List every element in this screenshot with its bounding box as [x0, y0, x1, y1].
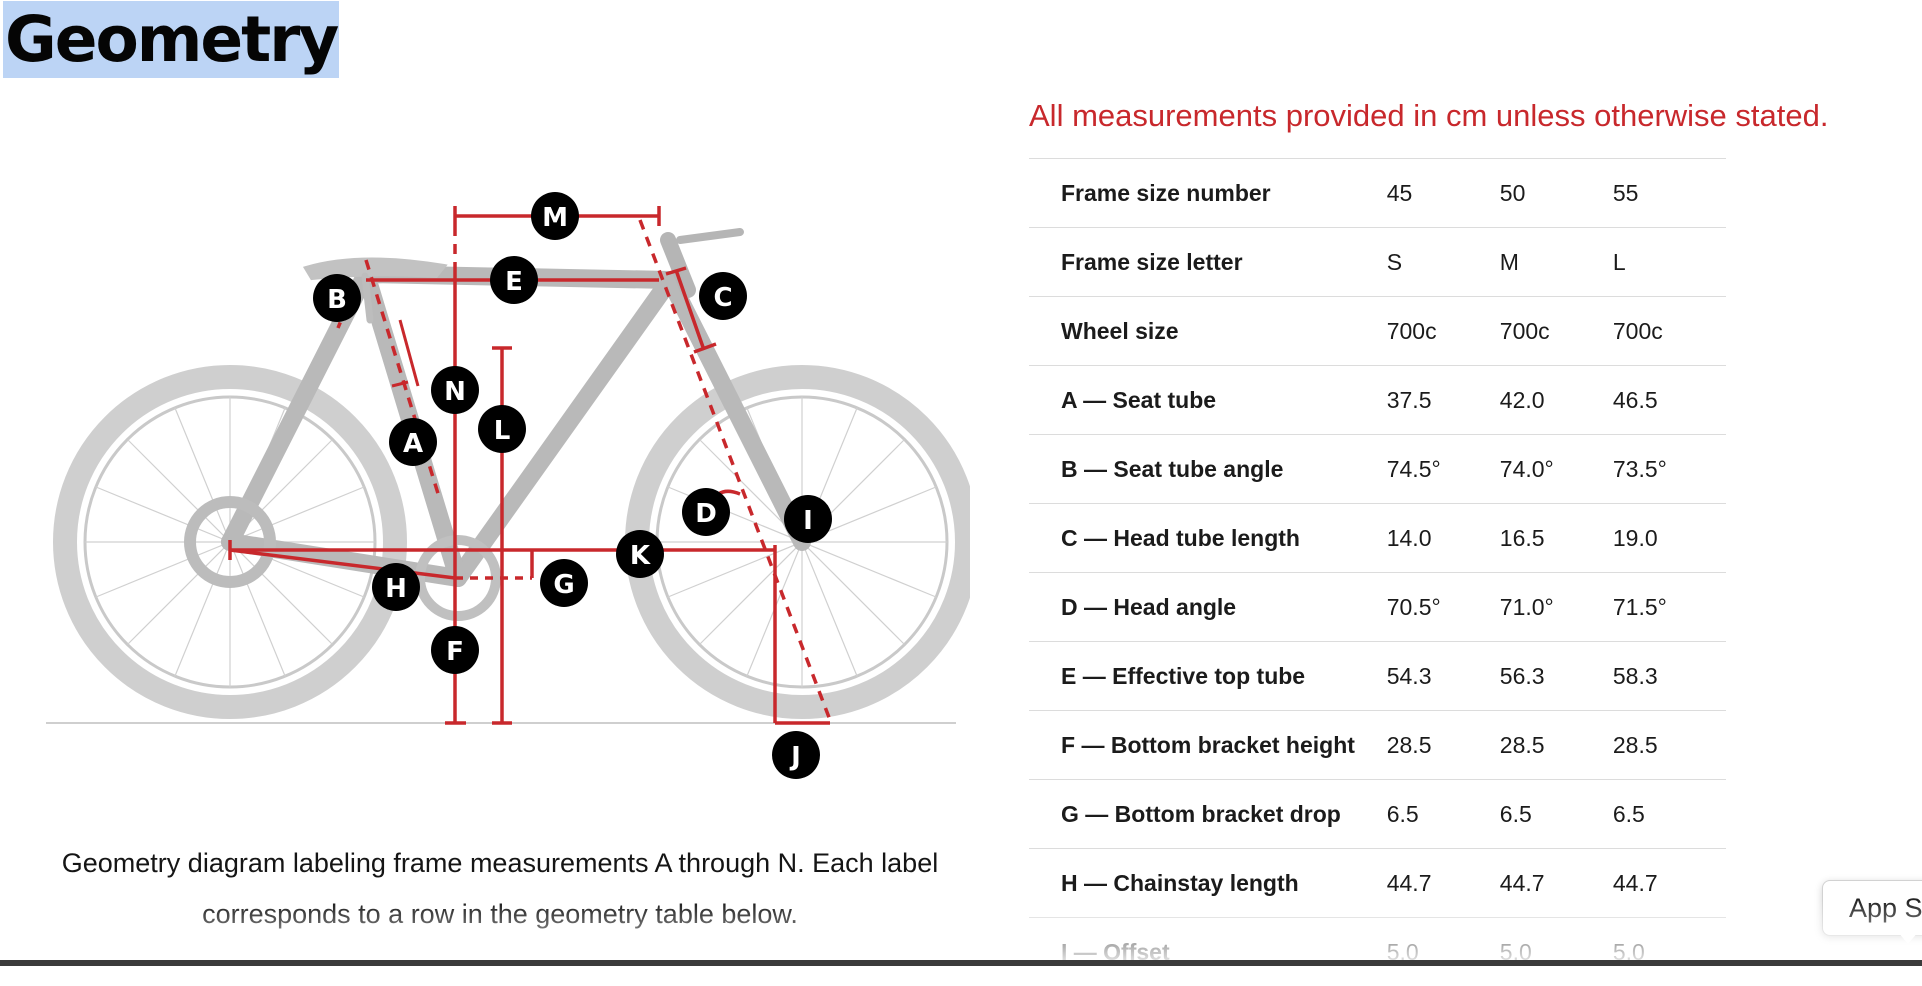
row-value: 19.0	[1613, 504, 1726, 573]
svg-text:C: C	[713, 283, 732, 313]
row-label: D — Head angle	[1029, 573, 1387, 642]
row-label: F — Bottom bracket height	[1029, 711, 1387, 780]
marker-b: B	[313, 274, 361, 322]
row-value: 73.5°	[1613, 435, 1726, 504]
row-label: H — Chainstay length	[1029, 849, 1387, 918]
row-value: 45	[1387, 159, 1500, 228]
marker-n: N	[431, 366, 479, 414]
row-label: C — Head tube length	[1029, 504, 1387, 573]
row-value: 55	[1613, 159, 1726, 228]
row-value: 28.5	[1500, 711, 1613, 780]
row-value: 700c	[1387, 297, 1500, 366]
row-label: Frame size number	[1029, 159, 1387, 228]
row-value: S	[1387, 228, 1500, 297]
marker-l: L	[478, 405, 526, 453]
svg-text:F: F	[446, 637, 464, 667]
row-label: A — Seat tube	[1029, 366, 1387, 435]
row-value: 70.5°	[1387, 573, 1500, 642]
row-label: Frame size letter	[1029, 228, 1387, 297]
row-value: 44.7	[1500, 849, 1613, 918]
row-value: 42.0	[1500, 366, 1613, 435]
marker-a: A	[389, 418, 437, 466]
row-value: 6.5	[1387, 780, 1500, 849]
svg-text:M: M	[542, 203, 568, 233]
row-value: 46.5	[1613, 366, 1726, 435]
marker-j: J	[772, 731, 820, 779]
row-value: M	[1500, 228, 1613, 297]
marker-k: K	[616, 530, 664, 578]
row-value: 74.0°	[1500, 435, 1613, 504]
row-value: 50	[1500, 159, 1613, 228]
diagram-caption: Geometry diagram labeling frame measurem…	[30, 838, 970, 940]
row-value: 5.0	[1387, 918, 1500, 986]
tooltip-pointer	[1898, 932, 1918, 944]
marker-m: M	[531, 192, 579, 240]
row-label: Wheel size	[1029, 297, 1387, 366]
svg-text:E: E	[505, 267, 523, 297]
row-label: I — Offset	[1029, 918, 1387, 986]
marker-g: G	[540, 559, 588, 607]
marker-i: I	[784, 495, 832, 543]
row-value: 28.5	[1387, 711, 1500, 780]
row-value: L	[1613, 228, 1726, 297]
row-value: 6.5	[1613, 780, 1726, 849]
row-label: G — Bottom bracket drop	[1029, 780, 1387, 849]
row-value: 56.3	[1500, 642, 1613, 711]
bottom-bar	[0, 960, 1922, 966]
marker-e: E	[490, 256, 538, 304]
row-value: 6.5	[1500, 780, 1613, 849]
row-value: 5.0	[1500, 918, 1613, 986]
svg-text:L: L	[494, 416, 511, 446]
row-label: E — Effective top tube	[1029, 642, 1387, 711]
marker-h: H	[372, 563, 420, 611]
marker-f: F	[431, 626, 479, 674]
marker-d: D	[682, 488, 730, 536]
row-value: 44.7	[1613, 849, 1726, 918]
row-value: 71.5°	[1613, 573, 1726, 642]
row-value: 700c	[1500, 297, 1613, 366]
svg-text:A: A	[403, 429, 423, 459]
marker-c: C	[699, 272, 747, 320]
row-value: 700c	[1613, 297, 1726, 366]
row-value: 37.5	[1387, 366, 1500, 435]
row-value: 5.0	[1613, 918, 1726, 986]
svg-text:H: H	[385, 574, 407, 604]
svg-text:D: D	[695, 499, 717, 529]
row-label: B — Seat tube angle	[1029, 435, 1387, 504]
measurement-notice: All measurements provided in cm unless o…	[1029, 98, 1828, 134]
bike-geometry-diagram: M E B C N L A D I K H G F J	[40, 180, 970, 780]
svg-text:G: G	[553, 570, 574, 600]
page-title: Geometry	[3, 1, 339, 78]
svg-text:J: J	[789, 742, 801, 772]
app-tooltip[interactable]: App S	[1822, 880, 1922, 936]
row-value: 54.3	[1387, 642, 1500, 711]
row-value: 14.0	[1387, 504, 1500, 573]
svg-text:N: N	[444, 377, 466, 407]
row-value: 28.5	[1613, 711, 1726, 780]
svg-text:B: B	[327, 285, 347, 315]
row-value: 44.7	[1387, 849, 1500, 918]
svg-text:K: K	[630, 541, 651, 571]
row-value: 16.5	[1500, 504, 1613, 573]
row-value: 74.5°	[1387, 435, 1500, 504]
row-value: 71.0°	[1500, 573, 1613, 642]
svg-text:I: I	[803, 506, 813, 536]
row-value: 58.3	[1613, 642, 1726, 711]
